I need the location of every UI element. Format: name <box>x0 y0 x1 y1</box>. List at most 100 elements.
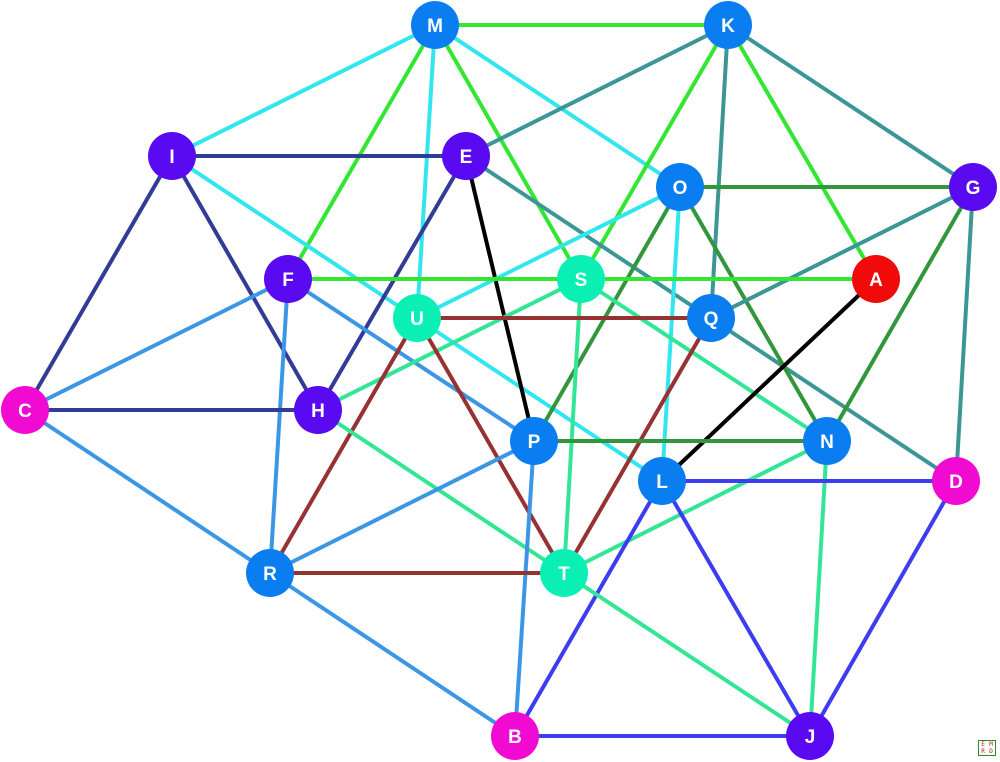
node-circle <box>687 294 735 342</box>
node-m: M <box>411 1 459 49</box>
edge-o-l <box>660 186 682 482</box>
edge-n-t <box>563 439 828 575</box>
node-u: U <box>393 294 441 342</box>
edge-m-s <box>433 24 583 280</box>
node-circle <box>540 549 588 597</box>
edge-n-j <box>808 440 829 737</box>
logo-letter: D <box>989 748 993 755</box>
edge-s-h <box>317 277 582 412</box>
node-label: R <box>263 564 277 585</box>
edge-o-n <box>678 185 829 443</box>
edge-m-u <box>415 24 437 319</box>
edge-i-c <box>23 154 174 412</box>
edge-u-t <box>415 317 566 574</box>
edge-m-o <box>433 23 682 189</box>
node-circle <box>1 386 49 434</box>
node-circle <box>638 457 686 505</box>
node-circle <box>294 386 342 434</box>
node-label: J <box>805 727 816 748</box>
node-circle <box>704 1 752 49</box>
node-f: F <box>264 255 312 303</box>
edge-p-r <box>269 439 535 575</box>
node-g: G <box>949 163 997 211</box>
edge-i-h <box>170 155 320 411</box>
node-t: T <box>540 549 588 597</box>
node-k: K <box>704 1 752 49</box>
node-circle <box>148 132 196 180</box>
edge-s-n <box>579 277 829 443</box>
edge-l-b <box>513 480 664 737</box>
node-label: K <box>721 16 735 37</box>
node-circle <box>393 294 441 342</box>
edge-d-j <box>808 480 958 737</box>
node-l: L <box>638 457 686 505</box>
edge-a-l <box>660 277 878 483</box>
edge-g-q <box>710 185 974 320</box>
node-label: A <box>869 270 883 291</box>
node-label: B <box>508 727 522 748</box>
node-a: A <box>852 255 900 303</box>
node-label: F <box>282 270 294 291</box>
emrd-logo-icon: E M R D <box>978 740 996 756</box>
node-s: S <box>557 255 605 303</box>
node-label: H <box>311 401 325 422</box>
node-r: R <box>246 549 294 597</box>
edge-o-u <box>416 185 681 320</box>
node-c: C <box>1 386 49 434</box>
node-h: H <box>294 386 342 434</box>
edge-p-b <box>513 440 536 737</box>
node-label: U <box>410 309 424 330</box>
edge-layer <box>23 23 975 738</box>
edge-m-i <box>171 23 436 158</box>
node-circle <box>656 163 704 211</box>
node-circle <box>932 457 980 505</box>
edge-h-t <box>316 408 566 575</box>
edge-l-j <box>660 479 812 738</box>
node-label: I <box>169 147 174 168</box>
edge-o-p <box>532 186 682 442</box>
node-label: P <box>528 432 541 453</box>
logo-letter: M <box>989 741 993 748</box>
edge-f-r <box>268 278 290 574</box>
node-circle <box>786 712 834 760</box>
edge-m-f <box>286 23 437 281</box>
node-e: E <box>442 132 490 180</box>
node-b: B <box>491 712 539 760</box>
node-circle <box>246 549 294 597</box>
node-circle <box>411 1 459 49</box>
node-label: G <box>966 178 981 199</box>
edge-g-d <box>954 186 975 482</box>
node-p: P <box>510 417 558 465</box>
logo-letter: E <box>981 741 985 748</box>
node-label: M <box>427 16 443 37</box>
edge-u-r <box>268 317 419 574</box>
edge-g-n <box>825 186 975 442</box>
edge-q-t <box>562 317 713 574</box>
node-label: C <box>18 401 32 422</box>
node-label: T <box>558 564 570 585</box>
edge-t-j <box>562 571 812 738</box>
node-n: N <box>803 417 851 465</box>
node-circle <box>557 255 605 303</box>
node-circle <box>803 417 851 465</box>
node-label: S <box>575 270 588 291</box>
node-label: N <box>820 432 834 453</box>
node-circle <box>264 255 312 303</box>
node-circle <box>442 132 490 180</box>
edge-s-t <box>562 278 583 574</box>
node-label: Q <box>704 309 719 330</box>
edge-e-h <box>316 154 468 412</box>
node-circle <box>491 712 539 760</box>
edge-f-c <box>24 277 289 412</box>
edge-k-q <box>709 24 730 319</box>
node-label: E <box>460 147 473 168</box>
node-d: D <box>932 457 980 505</box>
node-circle <box>949 163 997 211</box>
edge-r-b <box>268 571 517 738</box>
edge-k-g <box>726 23 975 189</box>
node-i: I <box>148 132 196 180</box>
edge-e-p <box>464 155 536 442</box>
